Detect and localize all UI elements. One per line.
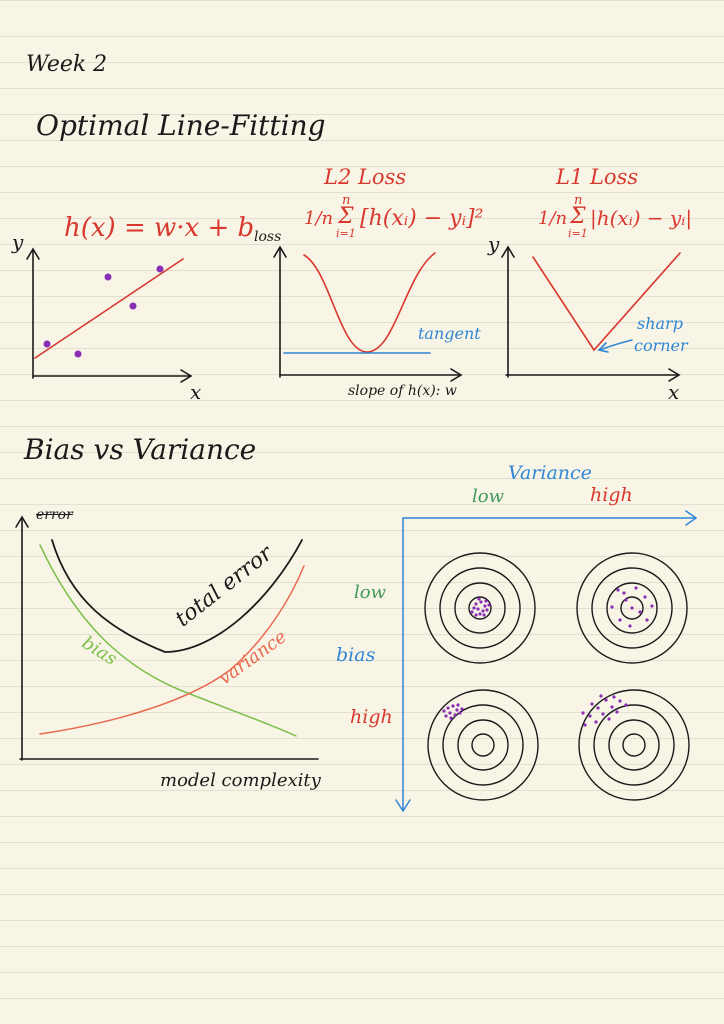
l2-formula-sum-top: n [342,193,351,208]
target-low-bias-high-variance [576,552,688,664]
l1-loss-curve [532,252,681,352]
data-point [129,302,137,310]
l1-loss-plot [501,245,681,382]
l1-y-label: y [488,232,500,256]
tradeoff-y-arrow [15,515,29,528]
l1-annotation-line1: sharp [637,314,683,333]
bias-curve [39,544,297,737]
tradeoff-y-label: error [36,507,73,523]
data-point [104,273,112,281]
tradeoff-x-label: model complexity [160,770,321,791]
line-fit-x-label: x [190,380,202,404]
variance-axis-arrow [685,510,698,526]
l1-corner-pointer-arrow [597,342,609,353]
l2-formula-sum-bottom: i=1 [336,227,356,240]
l1-formula-body: |h(xᵢ) − yᵢ| [590,206,693,230]
l1-y-arrow [501,245,515,258]
variance-high-label: high [590,484,633,506]
l2-x-label: slope of h(x): w [348,383,457,399]
line-fit-y-arrow [26,247,40,260]
l2-formula-fraction: 1/n [304,208,334,229]
l2-y-label: loss [254,229,282,245]
section-title-bias-variance: Bias vs Variance [24,433,257,466]
line-fit-data-points [43,265,164,358]
target-high-bias-low-variance [427,689,539,801]
l2-loss-title: L2 Loss [324,165,407,189]
l1-formula-sum-top: n [574,193,583,208]
data-point [156,265,164,273]
target-high-bias-high-variance [578,689,690,801]
l1-x-arrow [668,368,681,382]
l1-loss-title: L1 Loss [556,165,639,189]
bias-axis-arrow [395,799,411,813]
line-fit-plot [26,247,193,383]
l1-corner-pointer [599,339,633,351]
l2-formula-sigma: Σ [338,204,354,229]
target-grid [395,510,698,813]
bias-high-label: high [350,706,393,728]
l2-loss-curve [303,252,436,353]
l2-y-arrow [273,245,287,258]
l1-annotation-line2: corner [634,336,688,355]
variance-low-label: low [472,486,505,507]
data-point [43,340,51,348]
data-point [74,350,82,358]
line-fit-x-arrow [180,369,193,383]
l2-x-arrow [450,368,463,382]
line-fit-y-label: y [12,230,24,254]
section-title-line-fitting: Optimal Line-Fitting [36,109,326,142]
shot-cluster-tight-center [470,597,491,617]
shot-cluster-spread-offset [581,694,628,727]
line-fit-regression-line [34,258,184,359]
shot-cluster-spread-center [610,586,654,628]
l1-formula-fraction: 1/n [538,208,568,229]
week-heading: Week 2 [26,52,108,77]
tradeoff-plot [15,515,319,761]
l1-x-label: x [668,380,680,404]
l1-formula-sigma: Σ [570,204,586,229]
total-error-curve [51,539,303,653]
l2-tangent-label: tangent [418,324,481,343]
l1-formula-sum-bottom: i=1 [568,227,588,240]
variance-axis-title: Variance [508,462,592,484]
variance-curve [39,565,305,735]
l2-loss-plot [273,245,463,382]
target-low-bias-low-variance [424,552,536,664]
shot-cluster-tight-offset [442,703,464,720]
line-fit-equation: h(x) = w·x + b [64,213,255,243]
bias-low-label: low [354,582,387,603]
l2-formula-body: [h(xᵢ) − yᵢ]² [360,206,484,231]
bias-axis-title: bias [336,644,376,666]
